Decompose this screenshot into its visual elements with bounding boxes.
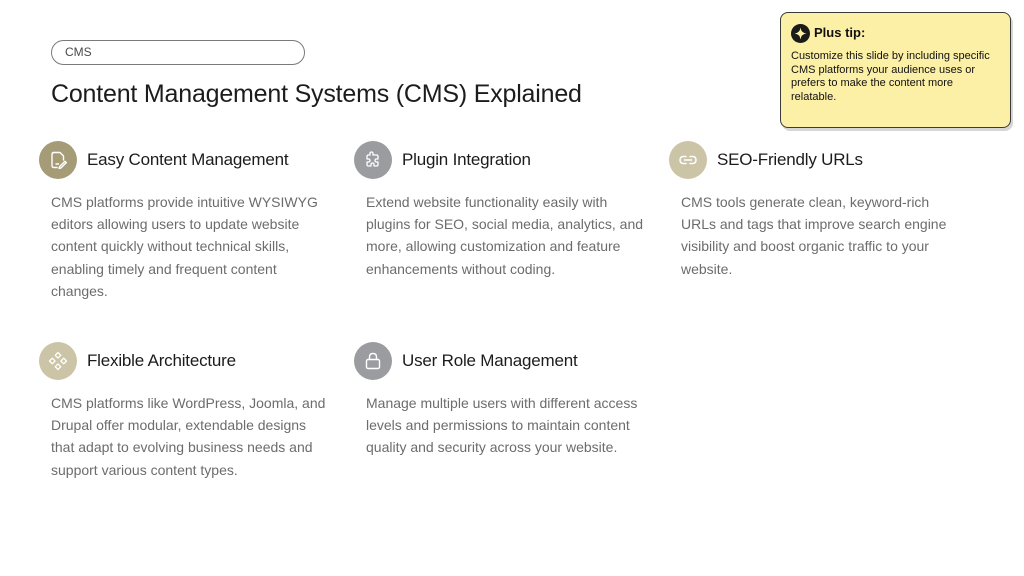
tip-title: Plus tip:: [814, 25, 866, 40]
card-description: CMS platforms provide intuitive WYSIWYG …: [51, 194, 318, 299]
card-header: Easy Content Management: [39, 141, 339, 179]
puzzle-icon: [354, 141, 392, 179]
card-title: Easy Content Management: [87, 150, 289, 169]
sparkle-icon: [791, 24, 810, 43]
edit-document-icon: [39, 141, 77, 179]
card-title: Plugin Integration: [402, 150, 531, 169]
topic-tag: CMS: [51, 40, 305, 65]
card-header: User Role Management: [354, 342, 654, 380]
card-description: CMS platforms like WordPress, Joomla, an…: [51, 395, 326, 478]
plus-tip-note: Plus tip: Customize this slide by includ…: [780, 12, 1011, 128]
card-header: Plugin Integration: [354, 141, 654, 179]
card-title: Flexible Architecture: [87, 351, 236, 370]
page-title: Content Management Systems (CMS) Explain…: [51, 80, 582, 108]
card-description: Manage multiple users with different acc…: [366, 395, 638, 456]
tip-body: Customize this slide by including specif…: [791, 50, 990, 103]
card-title: SEO-Friendly URLs: [717, 150, 863, 169]
tip-header: Plus tip:: [791, 24, 1000, 44]
modules-icon: [39, 342, 77, 380]
card-description: Extend website functionality easily with…: [366, 194, 644, 277]
link-icon: [669, 141, 707, 179]
lock-icon: [354, 342, 392, 380]
card-header: SEO-Friendly URLs: [669, 141, 969, 179]
card-description: CMS tools generate clean, keyword-rich U…: [681, 194, 947, 277]
card-title: User Role Management: [402, 351, 578, 370]
card-header: Flexible Architecture: [39, 342, 339, 380]
